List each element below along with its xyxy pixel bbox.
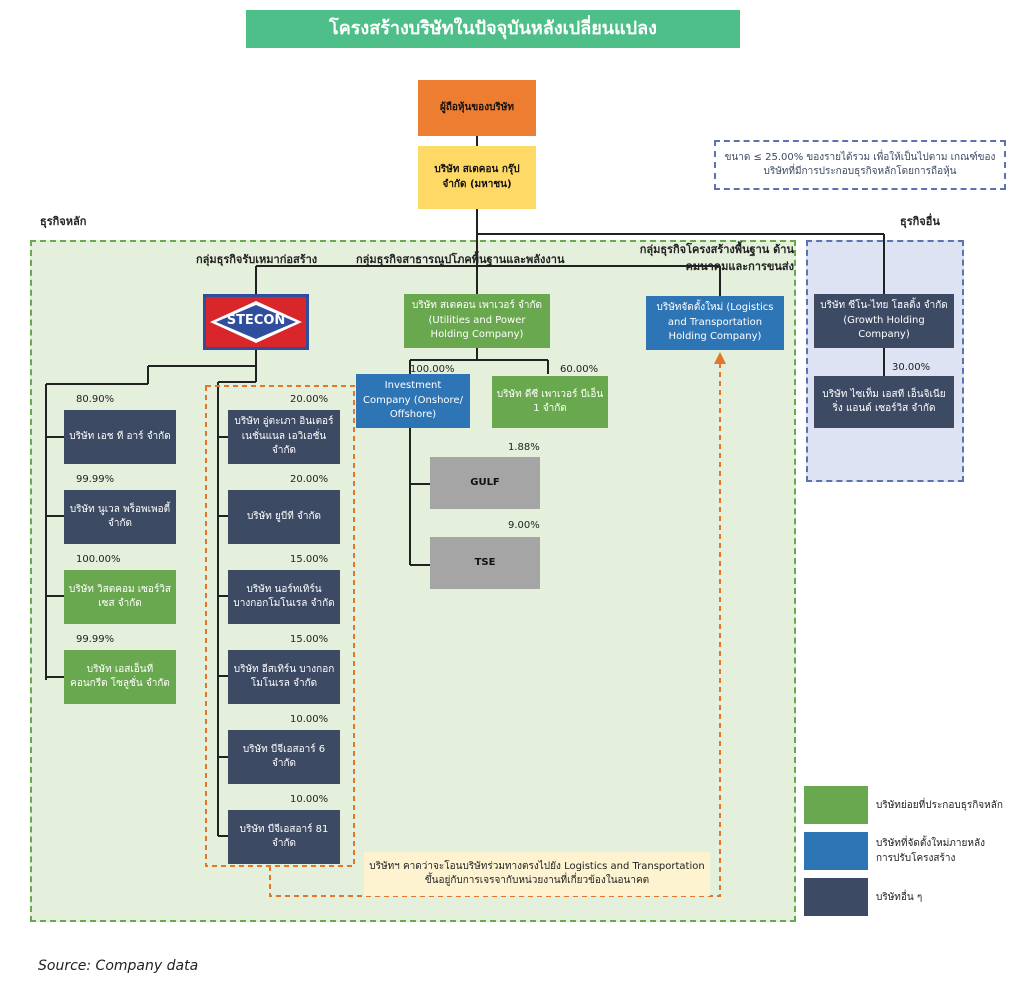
system-eng-percent: 30.00% [892, 362, 931, 373]
vistacon-percent: 100.00% [76, 554, 121, 565]
transfer-note-text: บริษัทฯ คาดว่าจะโอนบริษัทร่วมทางตรงไปยัง… [369, 860, 705, 887]
novel-label: บริษัท นูเวล พร็อพเพอตี้ จำกัด [69, 503, 171, 530]
assoc-2-label: บริษัท ยูบีที จำกัด [246, 510, 322, 522]
vistacon-label: บริษัท วิสตคอม เซอร์วิสเซส จำกัด [68, 583, 172, 610]
logistics-group-label: กลุ่มธุรกิจโครงสร้างพื้นฐาน ด้านคมนาคมแล… [639, 243, 794, 273]
novel-percent: 99.99% [76, 474, 115, 485]
vistacon-box: บริษัท วิสตคอม เซอร์วิสเซส จำกัด [64, 570, 176, 624]
snc-box: บริษัท เอสเอ็นที คอนกรีต โซลูชั่น จำกัด [64, 650, 176, 704]
assoc-4-box: บริษัท อีสเทิร์น บางกอกโมโนเรล จำกัด [228, 650, 340, 704]
gulf-label: GULF [470, 476, 500, 488]
assoc-5-label: บริษัท บีจีเอสอาร์ 6 จำกัด [242, 743, 326, 770]
main-business-label: ธุรกิจหลัก [40, 215, 87, 228]
revenue-note-text: ขนาด ≤ 25.00% ของรายได้รวม เพื่อให้เป็นไ… [724, 151, 996, 178]
legend: บริษัทย่อยที่ประกอบธุรกิจหลัก บริษัทที่จ… [804, 786, 1024, 916]
ds-power-label: บริษัท ดีซี เพาเวอร์ บีเอ็น 1 จำกัด [496, 388, 604, 415]
legend-swatch-navy [804, 878, 868, 916]
assoc-1-box: บริษัท อู่ตะเภา อินเตอร์เนชั่นแนล เอวิเอ… [228, 410, 340, 464]
legend-label-blue: บริษัทที่จัดตั้งใหม่ภายหลัง การปรับโครงส… [876, 838, 985, 864]
system-eng-label: บริษัท ไซเท็ม เอสที เอ็นจิเนียริ่ง แอนด์… [822, 388, 946, 415]
system-eng-box: บริษัท ไซเท็ม เอสที เอ็นจิเนียริ่ง แอนด์… [814, 376, 954, 428]
ds-power-percent: 60.00% [560, 364, 599, 375]
tse-label: TSE [474, 556, 496, 568]
assoc-4-label: บริษัท อีสเทิร์น บางกอกโมโนเรล จำกัด [233, 663, 335, 690]
source-note: Source: Company data [38, 958, 199, 974]
tse-box: TSE [430, 537, 540, 589]
assoc-6-label: บริษัท บีจีเอสอาร์ 81 จำกัด [239, 823, 329, 850]
stecon-logo-mark [210, 301, 302, 343]
investment-percent: 100.00% [410, 364, 455, 375]
tse-percent: 9.00% [508, 520, 540, 531]
legend-swatch-blue [804, 832, 868, 870]
investment-company-box: Investment Company (Onshore/ Offshore) [356, 374, 470, 428]
assoc-6-percent: 10.00% [290, 794, 329, 805]
assoc-3-box: บริษัท นอร์ทเทิร์น บางกอกโมโนเรล จำกัด [228, 570, 340, 624]
gulf-box: GULF [430, 457, 540, 509]
assoc-4-percent: 15.00% [290, 634, 329, 645]
growth-holding-label: บริษัท ซีโน-ไทย โฮลดิ้ง จำกัด (Growth Ho… [820, 300, 948, 341]
shareholders-box: ผู้ถือหุ้นของบริษัท [418, 80, 536, 136]
legend-swatch-green [804, 786, 868, 824]
assoc-3-label: บริษัท นอร์ทเทิร์น บางกอกโมโนเรล จำกัด [233, 583, 335, 610]
parent-company-box: บริษัท สเตคอน กรุ๊ป จำกัด (มหาชน) [418, 146, 536, 209]
power-holding-box: บริษัท สเตคอน เพาเวอร์ จำกัด (Utilities … [404, 294, 550, 348]
assoc-2-percent: 20.00% [290, 474, 329, 485]
assoc-2-box: บริษัท ยูบีที จำกัด [228, 490, 340, 544]
revenue-note-box: ขนาด ≤ 25.00% ของรายได้รวม เพื่อให้เป็นไ… [714, 140, 1006, 190]
page-title: โครงสร้างบริษัทในปัจจุบันหลังเปลี่ยนแปลง [246, 10, 740, 48]
power-holding-label: บริษัท สเตคอน เพาเวอร์ จำกัด (Utilities … [411, 300, 543, 341]
assoc-5-percent: 10.00% [290, 714, 329, 725]
shareholders-label: ผู้ถือหุ้นของบริษัท [440, 101, 514, 113]
logistics-holding-box: บริษัทจัดตั้งใหม่ (Logistics and Transpo… [646, 296, 784, 350]
gulf-percent: 1.88% [508, 442, 540, 453]
snc-percent: 99.99% [76, 634, 115, 645]
novel-box: บริษัท นูเวล พร็อพเพอตี้ จำกัด [64, 490, 176, 544]
utilities-group-label: กลุ่มธุรกิจสาธารณูปโภคพื้นฐานและพลังงาน [356, 253, 565, 266]
assoc-6-box: บริษัท บีจีเอสอาร์ 81 จำกัด [228, 810, 340, 864]
htr-box: บริษัท เอช ที อาร์ จำกัด [64, 410, 176, 464]
legend-label-navy: บริษัทอื่น ๆ [876, 892, 923, 903]
ds-power-box: บริษัท ดีซี เพาเวอร์ บีเอ็น 1 จำกัด [492, 376, 608, 428]
htr-label: บริษัท เอช ที อาร์ จำกัด [69, 430, 171, 442]
parent-company-label: บริษัท สเตคอน กรุ๊ป จำกัด (มหาชน) [434, 164, 520, 190]
growth-holding-box: บริษัท ซีโน-ไทย โฮลดิ้ง จำกัด (Growth Ho… [814, 294, 954, 348]
assoc-1-percent: 20.00% [290, 394, 329, 405]
assoc-5-box: บริษัท บีจีเอสอาร์ 6 จำกัด [228, 730, 340, 784]
legend-label-green: บริษัทย่อยที่ประกอบธุรกิจหลัก [876, 800, 1003, 811]
other-business-label: ธุรกิจอื่น [900, 215, 940, 228]
stecon-logo-text: STECON [226, 313, 286, 328]
construction-group-label: กลุ่มธุรกิจรับเหมาก่อสร้าง [196, 253, 318, 266]
assoc-3-percent: 15.00% [290, 554, 329, 565]
stecon-logo: STECON [203, 294, 309, 350]
investment-company-label: Investment Company (Onshore/ Offshore) [363, 380, 463, 421]
transfer-note-box: บริษัทฯ คาดว่าจะโอนบริษัทร่วมทางตรงไปยัง… [364, 852, 710, 896]
htr-percent: 80.90% [76, 394, 115, 405]
assoc-1-label: บริษัท อู่ตะเภา อินเตอร์เนชั่นแนล เอวิเอ… [234, 416, 334, 457]
logistics-holding-label: บริษัทจัดตั้งใหม่ (Logistics and Transpo… [656, 302, 774, 343]
snc-label: บริษัท เอสเอ็นที คอนกรีต โซลูชั่น จำกัด [70, 663, 170, 690]
